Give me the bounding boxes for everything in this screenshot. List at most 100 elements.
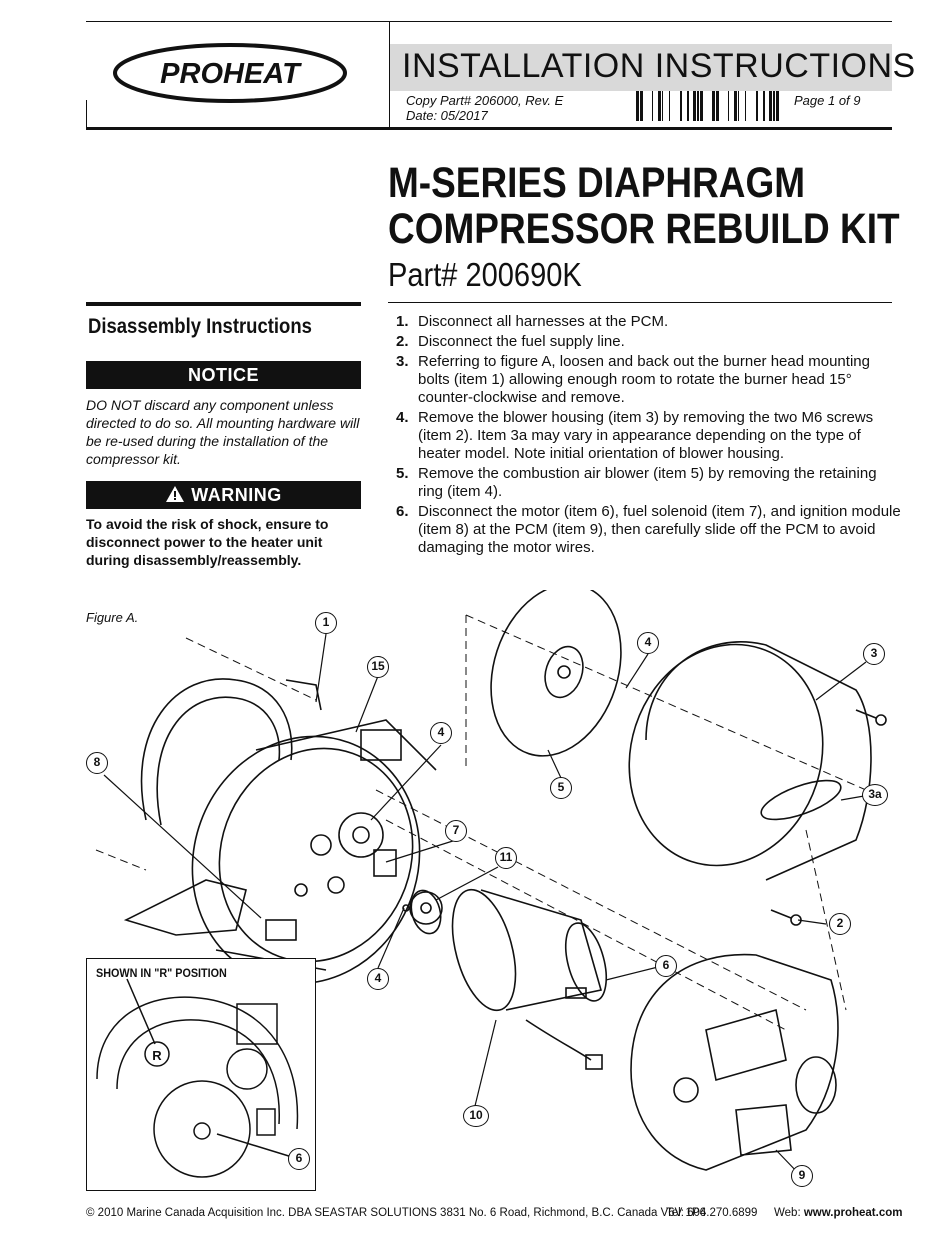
housing-badge-shape bbox=[760, 779, 842, 821]
warning-banner: WARNING bbox=[86, 481, 361, 509]
barcode-bar bbox=[728, 91, 729, 121]
footer-phone: Tel: 604.270.6899 bbox=[666, 1207, 758, 1219]
section-heading: Disassembly Instructions bbox=[88, 315, 312, 338]
callout-6-inset: 6 bbox=[288, 1148, 310, 1170]
footer-copyright: © 2010 Marine Canada Acquisition Inc. DB… bbox=[86, 1207, 706, 1219]
motor-shape bbox=[451, 888, 517, 1012]
warning-label: WARNING bbox=[191, 485, 282, 505]
leader-lines bbox=[103, 633, 867, 1176]
callout-7: 7 bbox=[445, 820, 467, 842]
callout-15: 15 bbox=[367, 656, 389, 678]
barcode-bar bbox=[640, 91, 643, 121]
barcode-bar bbox=[662, 91, 663, 121]
callout-4-blower: 4 bbox=[637, 632, 659, 654]
callout-6: 6 bbox=[655, 955, 677, 977]
inset-position-marker: R bbox=[152, 1048, 162, 1063]
callout-9: 9 bbox=[791, 1165, 813, 1187]
barcode-bar bbox=[693, 91, 696, 121]
step-text: Disconnect the fuel supply line. bbox=[418, 333, 625, 350]
callout-4: 4 bbox=[430, 722, 452, 744]
proheat-logo: PROHEAT bbox=[113, 43, 347, 103]
section-rule bbox=[86, 302, 361, 306]
barcode-bar bbox=[697, 91, 699, 121]
step-item: 5. Remove the combustion air blower (item… bbox=[396, 465, 902, 501]
warning-triangle-icon bbox=[166, 486, 185, 502]
header-title: INSTALLATION INSTRUCTIONS bbox=[402, 47, 916, 85]
footer-web: Web: www.proheat.com bbox=[774, 1207, 902, 1219]
footer-web-url[interactable]: www.proheat.com bbox=[803, 1207, 903, 1219]
barcode-bar bbox=[745, 91, 746, 121]
title-band bbox=[390, 44, 892, 91]
warning-text: To avoid the risk of shock, ensure to di… bbox=[86, 516, 329, 568]
gear-11-shape bbox=[410, 889, 442, 935]
callout-10: 10 bbox=[463, 1105, 489, 1127]
notice-label: NOTICE bbox=[187, 365, 259, 385]
exploded-view-figure bbox=[95, 590, 887, 1176]
callout-4-lower: 4 bbox=[367, 968, 389, 990]
barcode-bar bbox=[716, 91, 719, 121]
pcm-shape bbox=[630, 953, 839, 1171]
step-number: 4. bbox=[396, 409, 409, 426]
header-top-rule bbox=[86, 21, 892, 22]
step-item: 2. Disconnect the fuel supply line. bbox=[396, 333, 902, 351]
step-text: Remove the combustion air blower (item 5… bbox=[418, 465, 877, 500]
step-text: Disconnect all harnesses at the PCM. bbox=[418, 313, 669, 330]
burner-head-shape bbox=[140, 678, 293, 821]
barcode-bar bbox=[652, 91, 653, 121]
barcode bbox=[636, 91, 779, 121]
step-item: 4.Remove the blower housing (item 3) by … bbox=[396, 409, 902, 463]
barcode-bar bbox=[738, 91, 739, 121]
barcode-bar bbox=[669, 91, 670, 121]
connector-block-shape bbox=[265, 919, 297, 941]
step-number: 2. bbox=[396, 333, 409, 350]
callout-1: 1 bbox=[315, 612, 337, 634]
step-number: 6. bbox=[396, 503, 409, 520]
header-left-rule bbox=[86, 100, 87, 128]
notice-text: DO NOT discard any component unless dire… bbox=[86, 397, 360, 467]
inset-label: SHOWN IN "R" POSITION bbox=[96, 966, 227, 980]
copy-part-number: Copy Part# 206000, Rev. E bbox=[406, 93, 564, 108]
blower-wheel-shape bbox=[490, 590, 622, 757]
document-title-line2: COMPRESSOR REBUILD KIT bbox=[388, 205, 900, 253]
step-item: 1. Disconnect all harnesses at the PCM. bbox=[396, 313, 902, 331]
figure-label: Figure A. bbox=[86, 610, 139, 625]
barcode-bar bbox=[712, 91, 715, 121]
barcode-bar bbox=[687, 91, 689, 121]
instruction-steps: 1. Disconnect all harnesses at the PCM. 2… bbox=[396, 313, 902, 559]
header-divider bbox=[389, 21, 390, 129]
inset-detail-drawing: R bbox=[96, 978, 299, 1178]
callout-5: 5 bbox=[550, 777, 572, 799]
callout-8: 8 bbox=[86, 752, 108, 774]
document-title: M-SERIES DIAPHRAGM COMPRESSOR REBUILD KI… bbox=[388, 160, 900, 252]
footer-web-label: Web: bbox=[774, 1207, 801, 1219]
callout-3a: 3a bbox=[862, 784, 888, 806]
step-number: 1. bbox=[396, 313, 409, 330]
header-bottom-rule bbox=[86, 127, 892, 130]
drive-gear-shape bbox=[338, 812, 384, 858]
title-rule bbox=[388, 302, 892, 303]
step-text: Disconnect the motor (item 6), fuel sole… bbox=[418, 503, 901, 556]
callout-2: 2 bbox=[829, 913, 851, 935]
barcode-bar bbox=[763, 91, 765, 121]
document-title-line1: M-SERIES DIAPHRAGM bbox=[388, 159, 806, 207]
blower-housing-shape bbox=[628, 643, 824, 867]
notice-banner: NOTICE bbox=[86, 361, 361, 389]
barcode-bar bbox=[769, 91, 772, 121]
kit-part-number: Part# 200690K bbox=[388, 256, 582, 293]
step-number: 5. bbox=[396, 465, 409, 482]
barcode-bar bbox=[680, 91, 682, 121]
page-number: Page 1 of 9 bbox=[794, 93, 861, 108]
barcode-bar bbox=[756, 91, 758, 121]
callout-3: 3 bbox=[863, 643, 885, 665]
document-date: Date: 05/2017 bbox=[406, 108, 488, 123]
barcode-bar bbox=[658, 91, 661, 121]
inset-detail-box: R bbox=[86, 958, 316, 1191]
step-item: 6. Disconnect the motor (item 6), fuel so… bbox=[396, 503, 902, 557]
step-item: 3.Referring to figure A, loosen and back… bbox=[396, 353, 902, 407]
barcode-bar bbox=[700, 91, 703, 121]
page-footer: © 2010 Marine Canada Acquisition Inc. DB… bbox=[86, 1207, 902, 1219]
step-number: 3. bbox=[396, 353, 409, 370]
barcode-bar bbox=[773, 91, 775, 121]
callout-11: 11 bbox=[495, 847, 517, 869]
barcode-bar bbox=[734, 91, 737, 121]
